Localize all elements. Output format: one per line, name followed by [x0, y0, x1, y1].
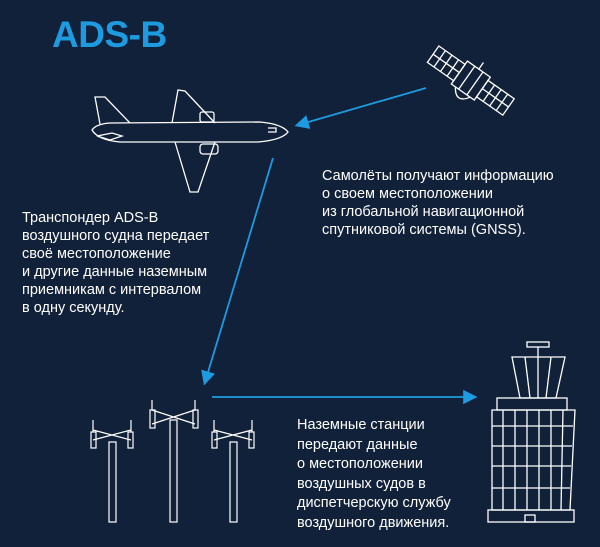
- caption-line: о местоположении: [297, 456, 424, 472]
- caption-line: Транспондер ADS-B: [22, 210, 159, 226]
- caption-line: о своем местоположении: [322, 186, 493, 202]
- caption-line: воздушного движения.: [297, 514, 450, 531]
- ground-caption: Наземные станции передают данные о место…: [297, 416, 451, 533]
- ground-station-towers-icon: [90, 400, 255, 523]
- caption-line: из глобальной навигационной: [322, 204, 525, 220]
- control-tower-icon: [487, 341, 576, 523]
- gnss-signal-arrow: [294, 87, 427, 129]
- arrows: [201, 87, 478, 405]
- caption-line: спутниковой системы (GNSS).: [322, 222, 526, 238]
- caption-line: своё местоположение: [22, 246, 171, 262]
- gnss-caption: Самолёты получают информацию о своем мес…: [322, 167, 554, 239]
- satellite-icon: [426, 45, 516, 117]
- caption-line: и другие данные наземным: [22, 264, 208, 280]
- airplane-icon: [91, 89, 289, 193]
- transponder-caption: Транспондер ADS-B воздушного судна перед…: [22, 209, 209, 317]
- caption-line: воздушного судна передает: [22, 228, 210, 244]
- caption-line: Наземные станции: [297, 417, 425, 433]
- caption-line: передают данные: [297, 436, 418, 453]
- transponder-signal-arrow: [201, 157, 274, 386]
- caption-line: диспетчерскую службу: [297, 495, 451, 511]
- caption-line: Самолёты получают информацию: [322, 168, 554, 184]
- caption-line: воздушных судов в: [297, 475, 426, 492]
- caption-line: приемникам с интервалом: [22, 282, 202, 298]
- caption-line: в одну секунду.: [22, 300, 125, 316]
- page-title: ADS-B: [52, 14, 167, 55]
